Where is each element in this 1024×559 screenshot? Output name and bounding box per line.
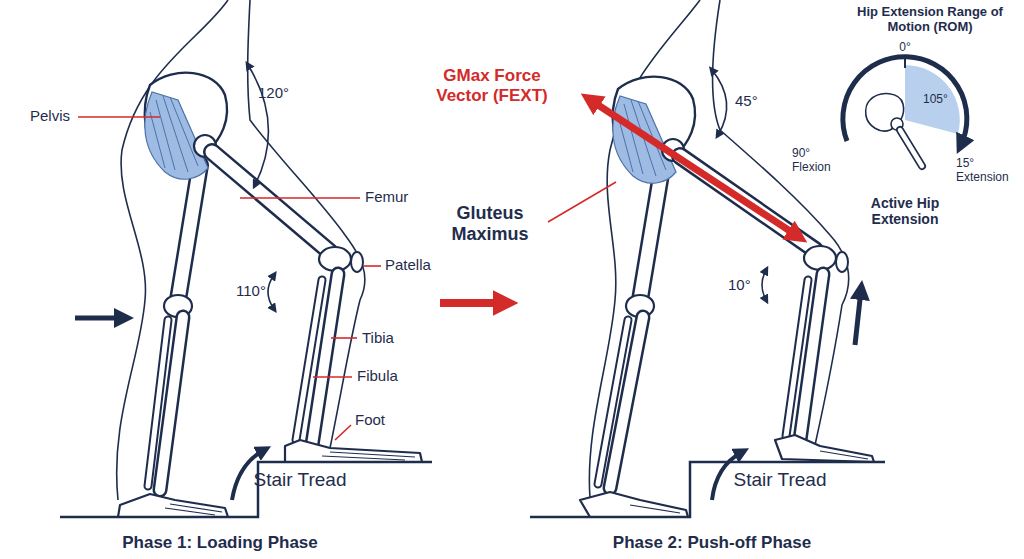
leader-lines	[78, 117, 381, 440]
angle-arc	[248, 65, 268, 185]
phase-caption: Phase 2: Push-off Phase	[562, 533, 862, 553]
angle-arc	[712, 70, 727, 135]
angle-label: 45°	[735, 92, 785, 109]
stair-outline	[60, 462, 432, 517]
back-leg	[580, 168, 688, 517]
leader-line	[548, 182, 616, 222]
vector-label: GMax Force Vector (FEXT)	[427, 66, 557, 105]
angle-label: 15° Extension	[956, 157, 1020, 185]
rom-dial	[843, 57, 967, 166]
part-label: Patella	[385, 256, 455, 273]
stair-label: Stair Tread	[710, 469, 850, 491]
angle-arc	[268, 275, 274, 309]
front-leg	[680, 156, 874, 462]
phase-arrow	[440, 299, 503, 307]
inset-caption: Active Hip Extension	[845, 195, 965, 227]
body-outline	[117, 0, 365, 500]
stair-label: Stair Tread	[230, 469, 370, 491]
back-leg	[118, 165, 228, 517]
stair-outline	[530, 462, 885, 517]
motion-arrow	[855, 290, 861, 345]
angle-arc	[762, 270, 766, 300]
angle-label: 90° Flexion	[792, 147, 842, 175]
phase-caption: Phase 1: Loading Phase	[70, 533, 370, 553]
force-vector	[592, 101, 796, 235]
part-label: Femur	[365, 188, 425, 205]
body-outline	[589, 0, 848, 498]
part-label: Tibia	[362, 329, 422, 346]
angle-label: 110°	[236, 282, 286, 299]
angle-label: 0°	[890, 41, 920, 55]
motion-arrow	[75, 316, 124, 321]
angle-label: 10°	[728, 276, 768, 293]
part-label: Foot	[355, 411, 405, 428]
part-label: Pelvis	[30, 107, 90, 124]
part-label: Fibula	[357, 367, 417, 384]
inset-title: Hip Extension Range of Motion (ROM)	[848, 5, 1013, 35]
angle-label: 120°	[258, 84, 308, 101]
muscle-label: Gluteus Maximus	[435, 203, 545, 244]
angle-label: 105°	[923, 93, 955, 107]
